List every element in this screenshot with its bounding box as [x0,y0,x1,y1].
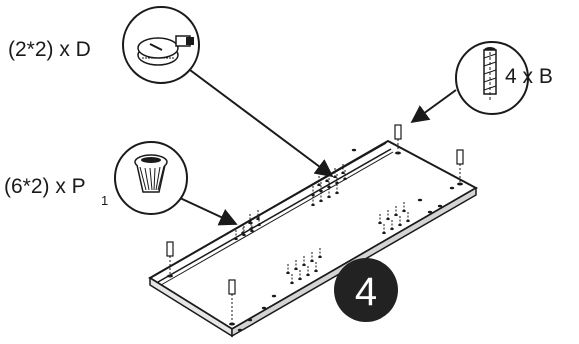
hole-mark [335,191,339,195]
hole-mark [449,186,455,190]
hole-mark [237,328,243,332]
dowel-pin-b-4 [228,279,236,326]
hole-mark [271,294,277,298]
part-p-quantity: (6*2) x P [4,175,86,198]
hole-mark [294,267,298,271]
hole-mark [286,271,290,275]
hole-mark [317,183,321,187]
hole-mark [382,231,386,235]
hole-mark [427,210,433,214]
hole-mark [394,213,398,217]
hole-mark [398,223,402,227]
hole-mark [335,181,339,185]
callout-part-p: (6*2) x P 1 [4,141,238,226]
hole-mark [378,221,382,225]
step-number: 4 [355,270,377,314]
callout-part-b: 4 x B [410,41,553,124]
hole-mark [437,204,443,208]
hole-mark [341,171,345,175]
hole-mark [261,306,267,310]
hole-mark [257,223,261,227]
hole-mark [327,195,331,199]
hole-mark [242,233,246,237]
part-d-quantity: (2*2) x D [8,38,91,61]
hole-mark [417,198,423,202]
hole-mark [319,199,323,203]
hole-mark [298,277,302,281]
step-badge: 4 [334,258,398,322]
dowel-b-icon [483,47,497,100]
hole-mark [234,237,238,241]
dowel-pins-b [166,124,464,326]
hole-mark [314,269,318,273]
hole-mark [390,227,394,231]
hole-mark [406,219,410,223]
hole-mark [290,281,294,285]
hole-mark [250,229,254,233]
part-p-subscript: 1 [101,193,108,208]
connector-p-icon [134,154,168,193]
hole-mark [325,179,329,183]
dowel-pin-b-3 [166,241,174,278]
hole-mark [327,185,331,189]
board-holes [234,148,455,332]
hole-mark [319,189,323,193]
hole-mark [311,203,315,207]
hole-mark [310,259,314,263]
hole-mark [402,209,406,213]
cam-lock-icon [137,35,194,66]
part-b-quantity: 4 x B [505,65,553,88]
hole-mark [311,193,315,197]
dowel-pin-b-1 [394,124,402,155]
hole-mark [343,177,347,181]
hole-mark [318,255,322,259]
hole-mark [306,273,310,277]
board-panel [148,139,479,338]
hole-mark [351,148,357,152]
hole-mark [386,217,390,221]
hole-mark [333,175,337,179]
hole-mark [247,318,253,322]
dowel-pin-b-2 [456,149,464,186]
hole-mark [302,263,306,267]
callout-part-d: (2*2) x D [8,6,334,178]
